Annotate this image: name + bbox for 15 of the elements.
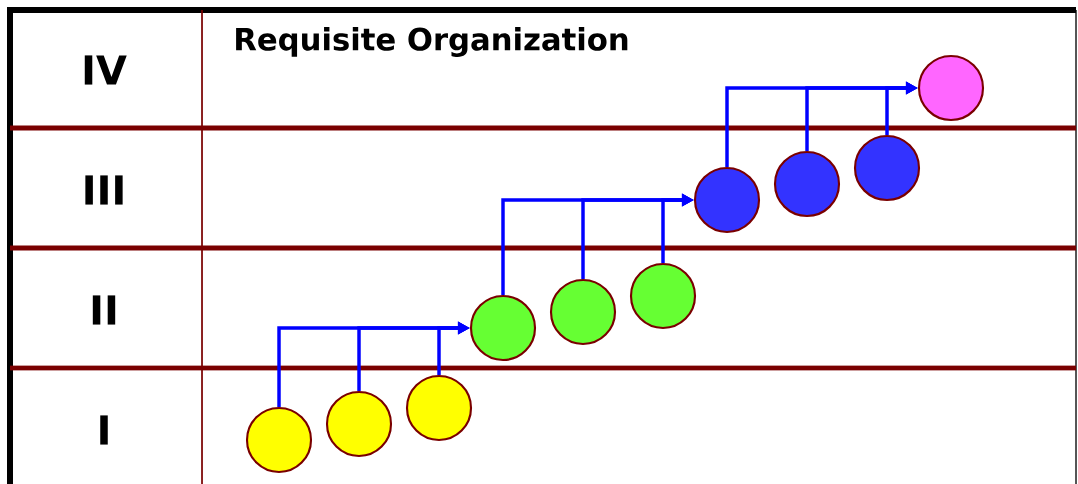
level-label: I xyxy=(100,415,108,445)
circle xyxy=(325,390,393,458)
circle xyxy=(549,278,617,346)
level-label: IV xyxy=(84,55,127,85)
circle xyxy=(469,294,537,362)
level-label: II xyxy=(92,295,116,325)
circle xyxy=(853,134,921,202)
circle xyxy=(629,262,697,330)
circle xyxy=(405,374,473,442)
circle xyxy=(245,406,313,474)
circle xyxy=(693,166,761,234)
title: Requisite Organization xyxy=(236,27,628,57)
circle xyxy=(917,54,985,122)
level-label: III xyxy=(85,175,123,205)
circle xyxy=(773,150,841,218)
